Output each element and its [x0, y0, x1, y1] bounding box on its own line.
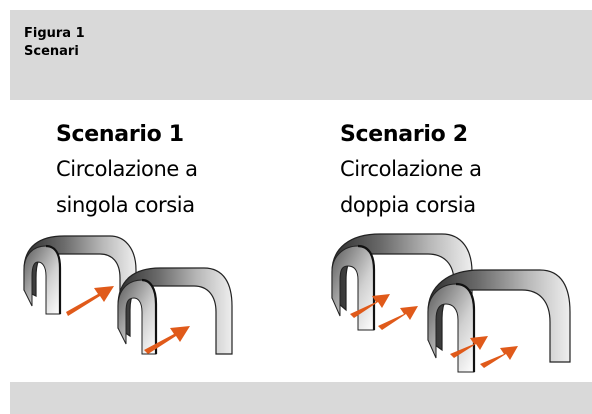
scenario-1-line-2: singola corsia [56, 193, 195, 217]
arrow-s2-in-2 [480, 346, 518, 368]
tunnel-1b [117, 267, 233, 355]
figure-number: Figura 1 [24, 26, 85, 41]
scenario-2-title: Scenario 2 [340, 122, 468, 147]
scenario-1-line-1: Circolazione a [56, 157, 198, 181]
arrow-s1-out [66, 286, 114, 316]
arrow-s2-out-2 [378, 306, 418, 330]
arrow-s1-in [144, 326, 190, 354]
traffic-arrows [66, 286, 518, 368]
figure-panel: Scenario 1 Circolazione a singola corsia… [10, 100, 592, 382]
arrow-s2-out-1 [350, 294, 390, 318]
figure-footer [10, 382, 592, 414]
scenario-2-line-2: doppia corsia [340, 193, 476, 217]
scenario-1-title: Scenario 1 [56, 122, 184, 147]
arrow-s2-in-1 [450, 336, 488, 358]
tunnel-1a [23, 235, 137, 315]
scenario-2-line-1: Circolazione a [340, 157, 482, 181]
figure-title: Scenari [24, 44, 79, 59]
figure-header: Figura 1 Scenari [10, 10, 592, 100]
scenario-illustrations [23, 233, 571, 373]
